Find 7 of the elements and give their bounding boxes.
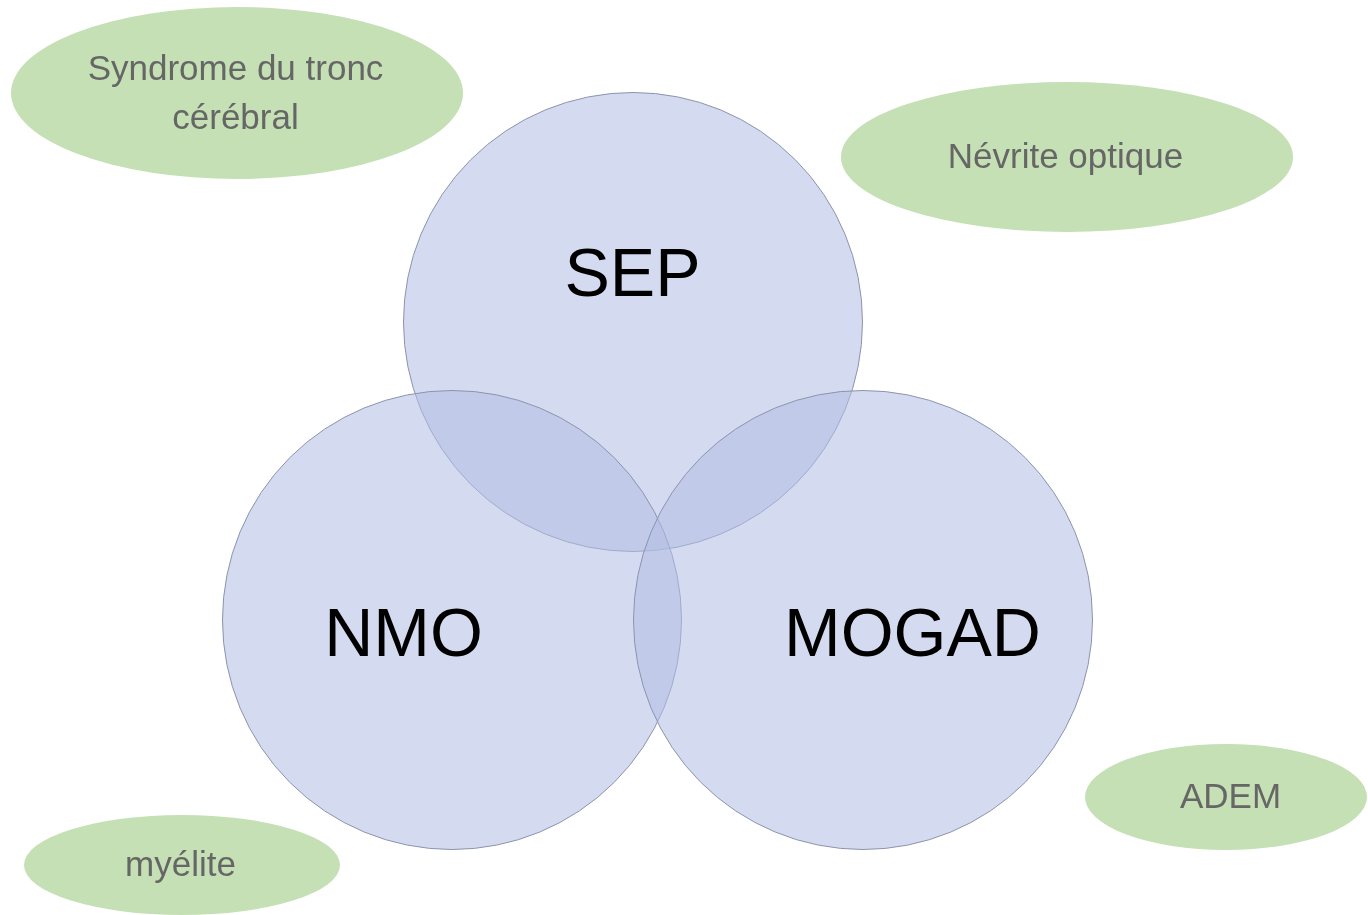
term-label: ADEM — [1178, 775, 1283, 817]
term-label: myélite — [124, 843, 237, 885]
set-label: MOGAD — [783, 592, 1042, 671]
term-label: Syndrome du tronc cérébral — [86, 46, 385, 138]
set-label: SEP — [563, 232, 702, 311]
term-label: Névrite optique — [946, 135, 1185, 177]
set-label: NMO — [323, 592, 484, 671]
